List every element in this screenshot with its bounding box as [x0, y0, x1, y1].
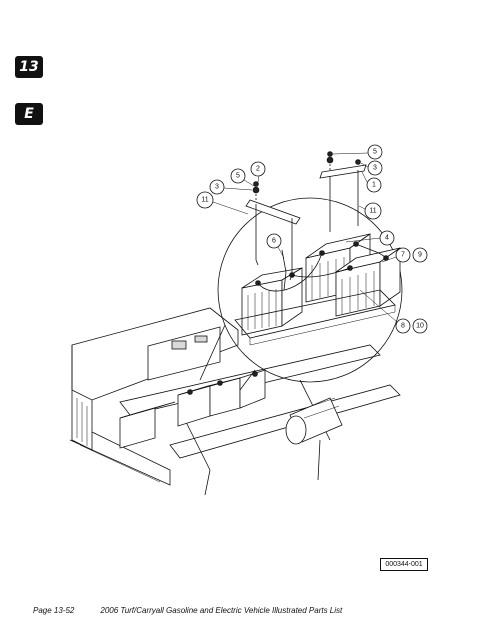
callout-9-label: 9	[418, 252, 422, 259]
callout-6-label: 6	[272, 238, 276, 245]
callout-8-label: 8	[401, 323, 405, 330]
callout-7-label: 7	[401, 252, 405, 259]
callout-5-label: 5	[236, 173, 240, 180]
callout-7: 7	[381, 247, 411, 263]
callout-11: 11	[196, 191, 249, 215]
callout-4-label: 4	[385, 235, 389, 242]
page-footer: Page 13-52 2006 Turf/Carryall Gasoline an…	[33, 606, 342, 615]
battery-hold-down-exploded-diagram: 5 2 3 11 5 3 1	[69, 144, 428, 495]
hold-down-hardware	[245, 151, 367, 291]
callout-5-right: 5	[332, 144, 383, 160]
section-number-tab: 13	[15, 56, 43, 78]
callout-11-right-label: 11	[369, 208, 376, 215]
callout-2: 2	[250, 161, 266, 183]
detail-magnifier	[199, 197, 403, 391]
callout-11-right: 11	[358, 202, 382, 220]
installed-batteries	[119, 369, 266, 449]
callout-group: 5 2 3 11 5 3 1	[196, 144, 428, 334]
callout-5-right-label: 5	[373, 149, 377, 156]
callout-1: 1	[361, 171, 382, 193]
callout-1-label: 1	[372, 182, 376, 189]
callout-4: 4	[345, 230, 395, 246]
callout-10-label: 10	[416, 323, 424, 330]
figure-reference-number: 000344-001	[380, 558, 428, 571]
callout-10: 10	[412, 318, 428, 334]
callout-8: 8	[359, 289, 411, 334]
drive-motor	[285, 397, 343, 445]
callout-2-label: 2	[256, 166, 260, 173]
callout-3-right-label: 3	[373, 165, 377, 172]
page-number: Page 13-52	[33, 606, 75, 615]
vehicle-bed-illustration	[69, 307, 401, 495]
callout-3-label: 3	[215, 184, 219, 191]
callout-11-label: 11	[201, 197, 208, 204]
callout-3: 3	[209, 179, 253, 195]
callout-5: 5	[230, 168, 255, 187]
section-letter-tab: E	[15, 103, 43, 125]
callout-3-right: 3	[360, 160, 383, 176]
callout-9: 9	[412, 247, 428, 263]
callout-6: 6	[266, 233, 285, 259]
document-title: 2006 Turf/Carryall Gasoline and Electric…	[100, 606, 343, 615]
